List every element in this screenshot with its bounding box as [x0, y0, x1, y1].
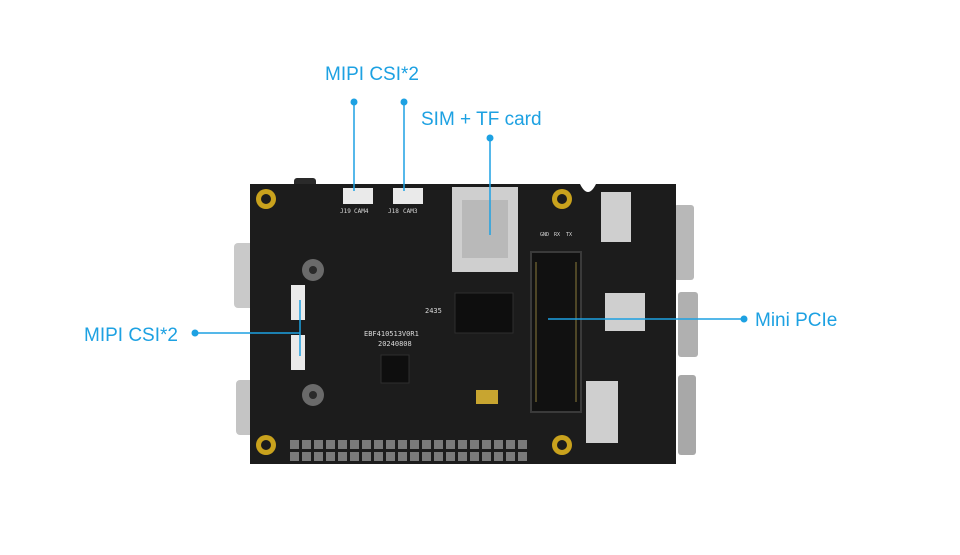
component: [586, 381, 618, 443]
gpio-pin: [398, 440, 407, 449]
leader-dot: [740, 315, 748, 323]
silk-model: EBF410513V0R1: [364, 330, 419, 338]
cam4-connector: [343, 188, 373, 204]
left-csi-connector-1: [291, 285, 305, 320]
callout-label-top-mipi-csi: MIPI CSI*2: [325, 64, 419, 85]
silk-tx: TX: [566, 232, 572, 238]
silk-j18: J18: [388, 208, 399, 215]
gpio-pin: [506, 452, 515, 461]
silk-gnd: GND: [540, 232, 549, 238]
right-usb-port-2: [678, 292, 698, 357]
gpio-pin: [422, 440, 431, 449]
gpio-pin: [302, 440, 311, 449]
silk-rx: RX: [554, 232, 560, 238]
gpio-pin: [482, 452, 491, 461]
gpio-pin: [350, 452, 359, 461]
left-usb-port: [234, 243, 254, 308]
gpio-pin: [326, 452, 335, 461]
gpio-pin: [434, 452, 443, 461]
callout-label-mini-pcie: Mini PCIe: [755, 310, 838, 331]
leader-dot: [486, 134, 494, 142]
gpio-pin: [506, 440, 515, 449]
leader-dot: [191, 329, 199, 337]
callout-label-sim-tf-card: SIM + TF card: [421, 109, 542, 130]
right-ethernet-port: [678, 375, 696, 455]
gpio-pin: [290, 440, 299, 449]
gpio-pin: [518, 452, 527, 461]
gpio-pin: [326, 440, 335, 449]
leader-dot: [350, 98, 358, 106]
component: [605, 293, 645, 331]
left-hdmi-port: [236, 380, 254, 435]
silk-cam4: CAM4: [354, 208, 369, 215]
gpio-pin: [446, 440, 455, 449]
gpio-pin: [338, 440, 347, 449]
gpio-pin: [470, 440, 479, 449]
silk-date: 20240808: [378, 340, 412, 348]
mini-pcie-slot: [530, 251, 582, 413]
gpio-pin: [482, 440, 491, 449]
callout-label-left-mipi-csi: MIPI CSI*2: [84, 325, 178, 346]
gpio-pin: [314, 440, 323, 449]
chip: [380, 354, 410, 384]
gpio-pin: [386, 452, 395, 461]
gpio-pin: [446, 452, 455, 461]
gpio-pin: [302, 452, 311, 461]
cam3-connector: [393, 188, 423, 204]
gpio-header: [290, 440, 527, 461]
gpio-pin: [362, 440, 371, 449]
silk-code: 2435: [425, 307, 442, 315]
callout-lines: [191, 98, 748, 356]
gpio-pin: [410, 440, 419, 449]
gpio-pin: [494, 452, 503, 461]
gold-pad: [476, 390, 498, 404]
gpio-pin: [458, 452, 467, 461]
component: [601, 192, 631, 242]
gpio-pin: [386, 440, 395, 449]
gpio-pin: [434, 440, 443, 449]
gpio-pin: [338, 452, 347, 461]
gpio-pin: [350, 440, 359, 449]
left-csi-connector-2: [291, 335, 305, 370]
gpio-pin: [410, 452, 419, 461]
gpio-pin: [470, 452, 479, 461]
right-usb-port-1: [674, 205, 694, 280]
gpio-pin: [458, 440, 467, 449]
soc-chip: [454, 292, 514, 334]
silk-j19: J19: [340, 208, 351, 215]
gpio-pin: [398, 452, 407, 461]
mounting-holes: [256, 189, 572, 455]
leader-dot: [400, 98, 408, 106]
gpio-pin: [422, 452, 431, 461]
gpio-pin: [494, 440, 503, 449]
gpio-pin: [374, 452, 383, 461]
gpio-pin: [518, 440, 527, 449]
silk-cam3: CAM3: [403, 208, 418, 215]
gpio-pin: [362, 452, 371, 461]
gpio-pin: [374, 440, 383, 449]
gpio-pin: [290, 452, 299, 461]
gpio-pin: [314, 452, 323, 461]
